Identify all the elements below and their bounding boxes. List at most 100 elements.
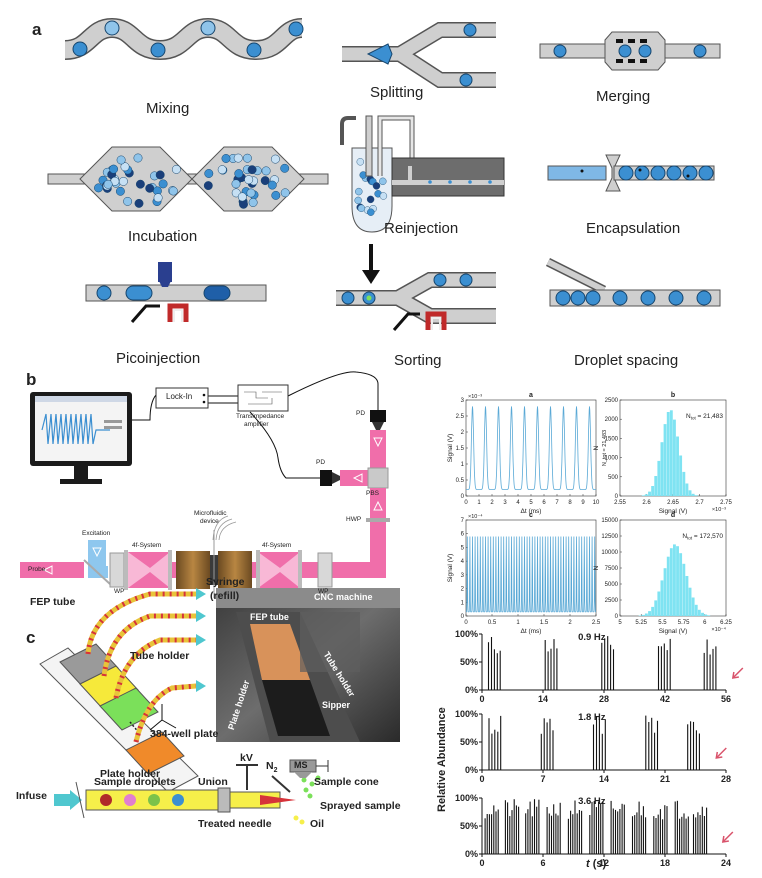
label-pbs: PBS	[366, 490, 380, 497]
y-tick-label: 100%	[455, 709, 478, 719]
x-tick-label: 0	[464, 500, 468, 506]
x-tick-label: 5.75	[678, 620, 690, 626]
x-tick-label: 2.75	[720, 500, 732, 506]
caption-sorting: Sorting	[394, 352, 442, 369]
reinjection-droplet	[367, 208, 375, 216]
histogram-bar	[679, 455, 683, 496]
histogram-bar	[694, 604, 698, 616]
x-tick-label: 5.5	[658, 620, 667, 626]
frequency-label: 0.9 Hz	[578, 632, 606, 643]
incubation-droplet	[118, 176, 128, 186]
histogram-bar	[660, 442, 664, 496]
y-tick-label: 0.5	[456, 478, 465, 484]
histogram-bar	[697, 609, 701, 616]
caption-picoinjection: Picoinjection	[116, 350, 201, 367]
x-tick-label: 2.65	[667, 500, 679, 506]
y-tick-label: 0	[461, 614, 465, 620]
label-microfluidic-2: device	[200, 518, 219, 525]
histogram-bar	[669, 410, 673, 496]
x-axis-label: Signal (V)	[659, 628, 688, 635]
y-tick-label: 15000	[601, 518, 618, 524]
incubation-droplet	[237, 192, 247, 202]
y-axis-label: N	[593, 565, 600, 570]
x-tick-label: 56	[721, 694, 731, 704]
label-sprayed-sample: Sprayed sample	[320, 800, 401, 812]
histogram-bar	[648, 611, 651, 616]
droplet-spacing-channel	[545, 257, 721, 307]
y-tick-label: 0%	[465, 849, 478, 859]
histogram-bar	[704, 614, 708, 616]
mixing-channel	[64, 17, 304, 61]
y-tick-label: 1000	[605, 456, 619, 462]
y-exponent: ×10⁻⁴	[468, 513, 483, 520]
incubation-droplet	[145, 183, 155, 193]
histogram-bar	[707, 615, 711, 616]
x-tick-label: 1	[516, 620, 520, 626]
caption-encapsulation: Encapsulation	[586, 220, 681, 237]
transimpedance-amplifier-box	[237, 384, 289, 412]
y-tick-label: 7500	[605, 566, 619, 572]
merging-channel	[539, 31, 721, 71]
y-tick-label: 12500	[601, 534, 618, 540]
red-arrow-head	[731, 671, 739, 679]
incubation-droplet	[133, 153, 143, 163]
x-tick-label: 1	[477, 500, 481, 506]
incubation-droplet	[260, 176, 270, 186]
x-tick-label: 18	[660, 858, 670, 868]
incubation-droplet	[158, 179, 168, 189]
label-plate-holder: Plate holder	[100, 768, 161, 780]
chart-tag: b	[671, 392, 675, 399]
incubation-droplet	[280, 188, 290, 198]
x-exponent: ×10⁻³	[712, 507, 726, 513]
x-tick-label: 2.6	[642, 500, 651, 506]
label-microfluidic-1: Microfluidic	[194, 510, 227, 517]
label-wp-right: WP	[318, 588, 329, 595]
y-tick-label: 6	[461, 532, 465, 538]
label-pd-left: PD	[316, 459, 326, 466]
x-tick-label: 0	[479, 694, 484, 704]
y-axis-label: Signal (V)	[447, 434, 454, 463]
waveplate-left	[109, 552, 125, 588]
x-tick-label: 2.7	[695, 500, 704, 506]
histogram-bar	[685, 576, 689, 616]
label-tia-2: amplifier	[244, 421, 269, 428]
incubation-droplet	[231, 179, 241, 189]
y-tick-label: 4	[461, 559, 465, 565]
label-probe: Probe	[28, 566, 46, 573]
histogram-bar	[676, 436, 679, 496]
panel-label-a: a	[32, 20, 42, 39]
incubation-droplet	[270, 154, 280, 164]
histogram-bar	[701, 612, 704, 616]
incubation-droplet	[271, 190, 281, 200]
incubation-droplet	[155, 170, 165, 180]
ms-ylabel: Relative Abundance	[436, 707, 448, 812]
histogram-bar	[666, 556, 670, 616]
panel-label-b: b	[26, 370, 37, 389]
x-tick-label: 0	[479, 774, 484, 784]
chart-tag: a	[529, 392, 533, 399]
histogram-bar	[682, 471, 686, 496]
chart-frame	[465, 399, 597, 497]
x-tick-label: 2	[490, 500, 494, 506]
y-tick-label: 10000	[601, 550, 618, 556]
photo-label-cnc: CNC machine	[314, 592, 373, 602]
incubation-droplet	[115, 186, 125, 196]
incubation-droplet	[103, 179, 113, 189]
y-tick-label: 2.5	[456, 414, 465, 420]
label-sample-cone: Sample cone	[314, 776, 379, 788]
incubation-droplet	[204, 169, 214, 178]
reinjection-setup	[340, 115, 505, 233]
incubation-droplet	[123, 196, 133, 206]
incubation-droplet	[280, 163, 290, 173]
x-tick-label: 2.55	[614, 500, 626, 506]
x-tick-label: 28	[599, 694, 609, 704]
y-tick-label: 1	[461, 600, 465, 606]
histogram-bar	[691, 493, 695, 496]
x-tick-label: 5.25	[635, 620, 647, 626]
histogram-bar	[641, 614, 645, 616]
